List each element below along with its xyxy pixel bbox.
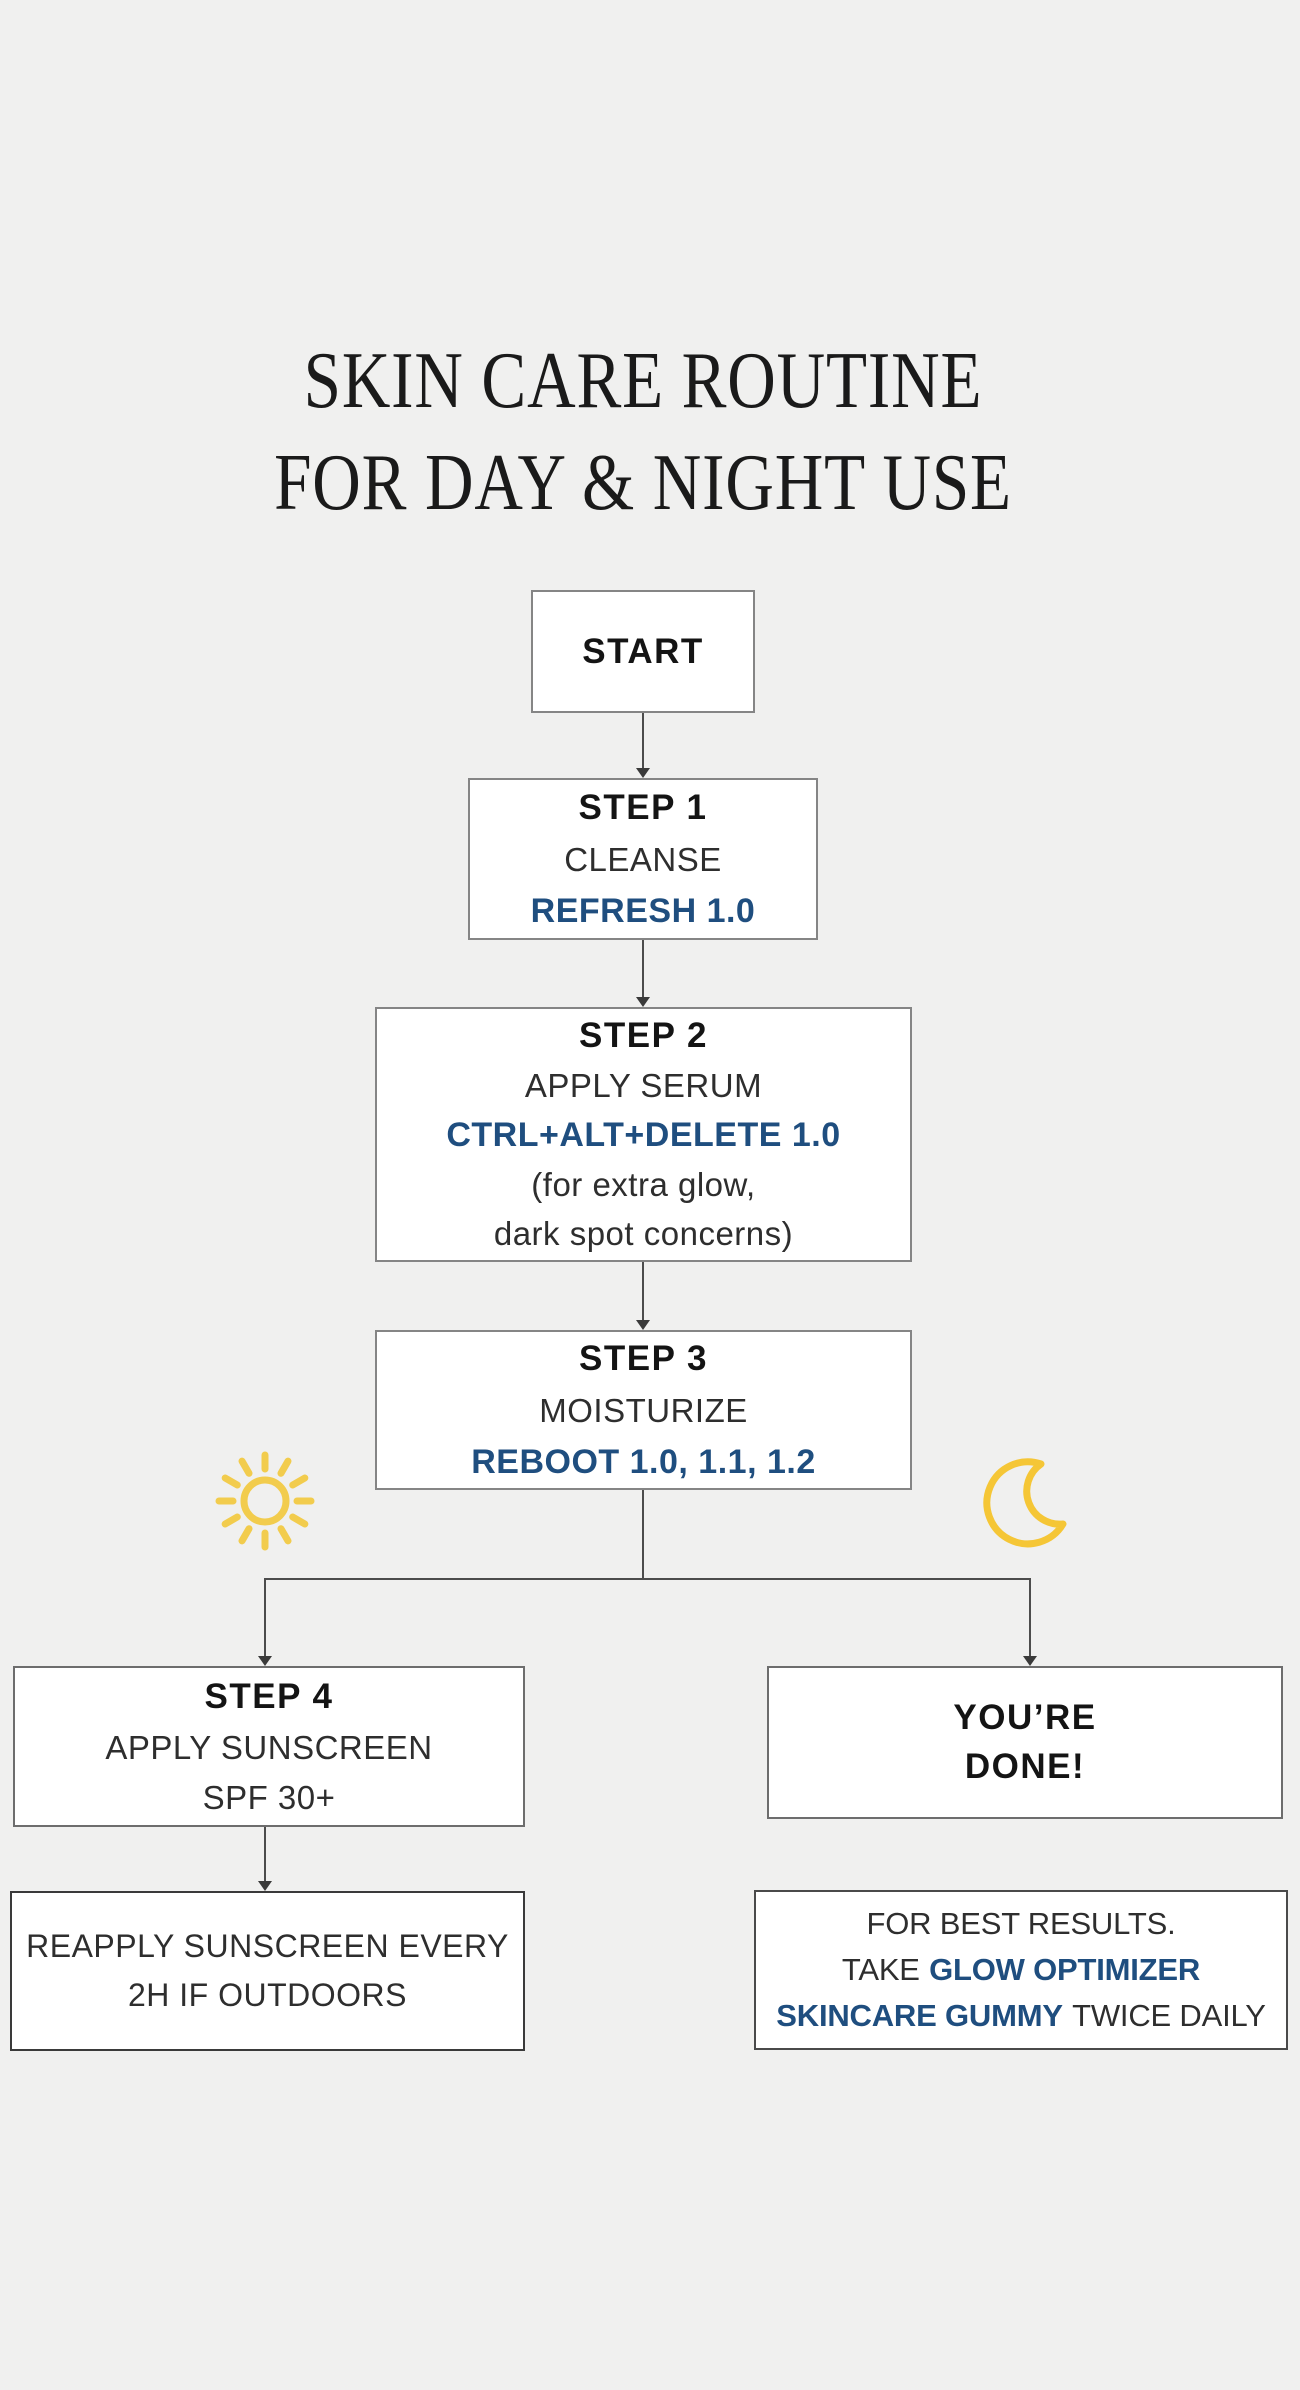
- arrowhead-step2: [636, 997, 650, 1007]
- page-title-line1: SKIN CARE ROUTINE: [303, 337, 983, 425]
- arrowhead-step3: [636, 1320, 650, 1330]
- connector-start-step1: [642, 713, 644, 770]
- results-line2-regular: TAKE: [841, 1952, 920, 1987]
- done-line1: YOU’RE: [953, 1698, 1097, 1737]
- arrowhead-done: [1023, 1656, 1037, 1666]
- connector-step3-branch: [642, 1490, 644, 1580]
- results-line2: TAKE GLOW OPTIMIZER: [842, 1952, 1200, 1988]
- flow-node-start: START: [531, 590, 755, 713]
- step2-product: CTRL+ALT+DELETE 1.0: [446, 1116, 841, 1154]
- branch-line: [264, 1578, 1031, 1580]
- start-label: START: [582, 631, 704, 671]
- arrowhead-reapply: [258, 1881, 272, 1891]
- flow-node-step2: STEP 2 APPLY SERUM CTRL+ALT+DELETE 1.0 (…: [375, 1007, 912, 1262]
- connector-step1-step2: [642, 940, 644, 999]
- results-line3: SKINCARE GUMMY TWICE DAILY: [776, 1998, 1266, 2034]
- results-line3-bold: SKINCARE GUMMY: [776, 1998, 1063, 2033]
- connector-branch-done: [1029, 1580, 1031, 1658]
- step3-action: MOISTURIZE: [539, 1391, 748, 1429]
- sun-icon: [215, 1451, 315, 1551]
- connector-branch-step4: [264, 1580, 266, 1658]
- connector-step4-reapply: [264, 1827, 266, 1883]
- reapply-line2: 2H IF OUTDOORS: [127, 1977, 407, 2013]
- results-line3-regular: TWICE DAILY: [1072, 1998, 1266, 2033]
- step2-heading: STEP 2: [579, 1016, 708, 1055]
- step2-note-line1: (for extra glow,: [531, 1166, 756, 1203]
- flow-node-reapply: REAPPLY SUNSCREEN EVERY 2H IF OUTDOORS: [10, 1891, 525, 2051]
- connector-step2-step3: [642, 1262, 644, 1322]
- moon-icon: [983, 1458, 1067, 1548]
- reapply-line1: REAPPLY SUNSCREEN EVERY: [26, 1928, 509, 1964]
- page-title-line2: FOR DAY & NIGHT USE: [274, 439, 1012, 527]
- step4-action: APPLY SUNSCREEN: [105, 1728, 433, 1766]
- step3-heading: STEP 3: [579, 1338, 708, 1378]
- step2-action: APPLY SERUM: [524, 1067, 763, 1104]
- step4-heading: STEP 4: [204, 1676, 334, 1716]
- arrowhead-step4: [258, 1656, 272, 1666]
- step2-note-line2: dark spot concerns): [493, 1215, 794, 1252]
- flow-node-results: FOR BEST RESULTS. TAKE GLOW OPTIMIZER SKI…: [754, 1890, 1288, 2050]
- step1-heading: STEP 1: [578, 787, 708, 827]
- flow-node-step4: STEP 4 APPLY SUNSCREEN SPF 30+: [13, 1666, 525, 1827]
- arrowhead-step1: [636, 768, 650, 778]
- step1-product: REFRESH 1.0: [530, 891, 756, 930]
- step3-product: REBOOT 1.0, 1.1, 1.2: [471, 1442, 816, 1481]
- step4-detail: SPF 30+: [202, 1778, 336, 1816]
- results-line1: FOR BEST RESULTS.: [866, 1906, 1176, 1941]
- flow-node-step1: STEP 1 CLEANSE REFRESH 1.0: [468, 778, 818, 940]
- results-line2-bold: GLOW OPTIMIZER: [929, 1952, 1201, 1987]
- flow-node-done: YOU’RE DONE!: [767, 1666, 1283, 1819]
- page-title: SKIN CARE ROUTINE FOR DAY & NIGHT USE: [103, 330, 1183, 534]
- step1-action: CLEANSE: [564, 840, 722, 878]
- flow-node-step3: STEP 3 MOISTURIZE REBOOT 1.0, 1.1, 1.2: [375, 1330, 912, 1490]
- done-line2: DONE!: [964, 1747, 1086, 1786]
